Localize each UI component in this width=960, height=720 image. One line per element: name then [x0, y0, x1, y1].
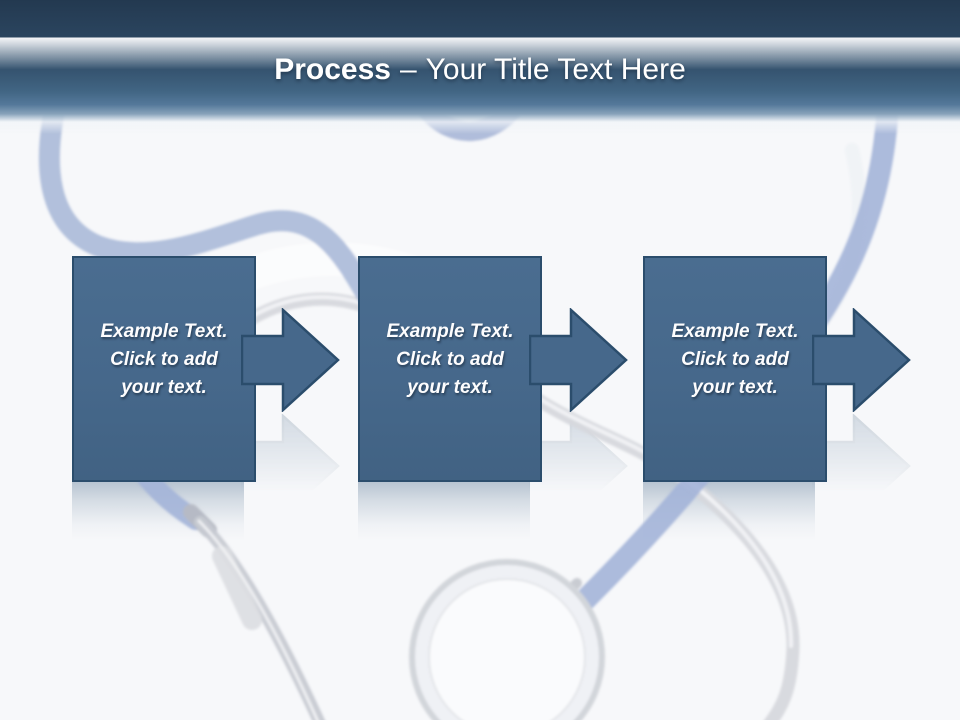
process-step-box-2[interactable]: Example Text. Click to add your text.	[358, 256, 542, 482]
arrow-right-icon	[812, 308, 911, 412]
title-keyword: Process	[274, 53, 391, 86]
title-separator: –	[399, 53, 417, 86]
step-3-placeholder-text: Example Text. Click to add your text.	[671, 321, 799, 398]
title-placeholder-text: Your Title Text Here	[425, 53, 686, 86]
step-2-placeholder-text: Example Text. Click to add your text.	[386, 321, 514, 398]
process-step-box-3[interactable]: Example Text. Click to add your text.	[643, 256, 827, 482]
arrow-right-icon	[529, 308, 628, 412]
slide-title: Process – Your Title Text Here	[0, 52, 960, 88]
header-band	[0, 0, 960, 134]
arrow-right-icon	[241, 308, 340, 412]
step-1-placeholder-text: Example Text. Click to add your text.	[100, 321, 228, 398]
process-step-box-1[interactable]: Example Text. Click to add your text.	[72, 256, 256, 482]
